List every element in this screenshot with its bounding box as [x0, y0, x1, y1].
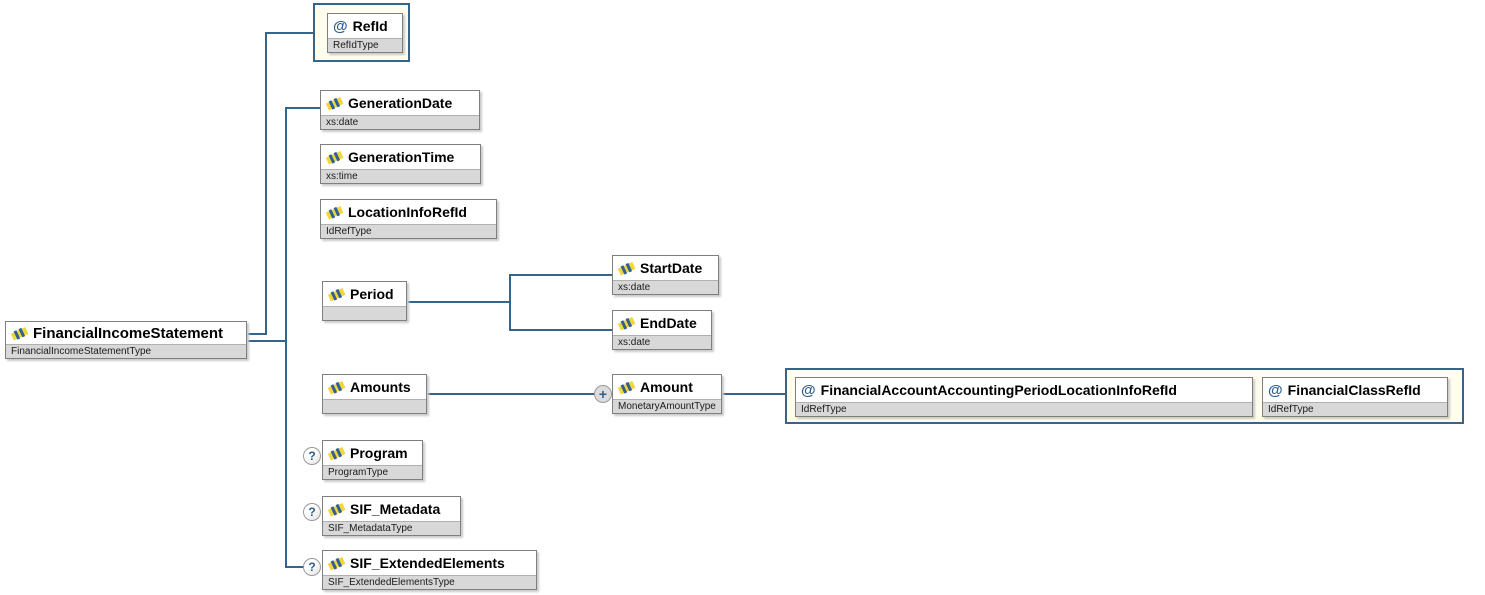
repeat-indicator[interactable]: +	[594, 385, 612, 403]
element-type	[323, 399, 426, 413]
element-icon	[327, 446, 346, 461]
element-name: Period	[350, 286, 394, 302]
node-generationtime[interactable]: GenerationTime xs:time	[320, 144, 481, 184]
node-amounts[interactable]: Amounts	[322, 374, 427, 414]
question-icon: ?	[308, 449, 316, 463]
question-icon: ?	[308, 560, 316, 574]
connector-to-sif-extendedelements	[285, 566, 305, 568]
connector-attr-trunk	[265, 32, 267, 335]
node-enddate[interactable]: EndDate xs:date	[612, 310, 712, 350]
element-type: IdRefType	[321, 224, 496, 238]
element-name: Program	[350, 445, 408, 461]
attribute-type: IdRefType	[1263, 402, 1447, 416]
element-icon	[327, 380, 346, 395]
element-name: GenerationDate	[348, 95, 453, 111]
element-icon	[617, 261, 636, 276]
node-title: GenerationTime	[321, 145, 480, 169]
connector-to-generationdate	[285, 107, 320, 109]
node-title: LocationInfoRefId	[321, 200, 496, 224]
element-name: SIF_ExtendedElements	[350, 555, 505, 571]
optional-indicator-program: ?	[303, 447, 321, 465]
connector-period-split	[509, 274, 511, 331]
node-title: Amount	[613, 375, 721, 399]
element-name: SIF_Metadata	[350, 501, 441, 517]
element-name: LocationInfoRefId	[348, 204, 467, 220]
node-title: Amounts	[323, 375, 426, 399]
node-financialincomestatement[interactable]: FinancialIncomeStatement FinancialIncome…	[5, 321, 247, 359]
element-icon	[617, 316, 636, 331]
attribute-name: RefId	[352, 18, 388, 34]
element-name: StartDate	[640, 260, 703, 276]
element-icon	[327, 556, 346, 571]
connector-amounts-out	[427, 393, 595, 395]
attribute-name: FinancialAccountAccountingPeriodLocation…	[820, 382, 1177, 398]
element-type: FinancialIncomeStatementType	[6, 344, 246, 358]
node-title: @ RefId	[328, 14, 402, 38]
connector-to-refid	[265, 32, 313, 34]
node-program[interactable]: Program ProgramType	[322, 440, 423, 480]
attribute-icon: @	[333, 17, 348, 35]
node-financialaccountaccountingperiodlocationinforefid[interactable]: @ FinancialAccountAccountingPeriodLocati…	[795, 377, 1253, 417]
node-title: FinancialIncomeStatement	[6, 322, 246, 344]
attribute-icon: @	[1268, 381, 1283, 399]
attribute-name: FinancialClassRefId	[1287, 382, 1421, 398]
node-refid[interactable]: @ RefId RefIdType	[327, 13, 403, 53]
attribute-icon: @	[801, 381, 816, 399]
element-type: ProgramType	[323, 465, 422, 479]
element-name: FinancialIncomeStatement	[33, 324, 224, 342]
node-sif-extendedelements[interactable]: SIF_ExtendedElements SIF_ExtendedElement…	[322, 550, 537, 590]
node-generationdate[interactable]: GenerationDate xs:date	[320, 90, 480, 130]
plus-icon: +	[598, 386, 608, 402]
element-icon	[325, 150, 344, 165]
node-period[interactable]: Period	[322, 281, 407, 321]
node-title: Program	[323, 441, 422, 465]
node-sif-metadata[interactable]: SIF_Metadata SIF_MetadataType	[322, 496, 461, 536]
element-type: xs:date	[321, 115, 479, 129]
node-title: @ FinancialAccountAccountingPeriodLocati…	[796, 378, 1252, 402]
element-type: xs:date	[613, 280, 718, 294]
optional-indicator-sif-metadata: ?	[303, 503, 321, 521]
element-type: SIF_MetadataType	[323, 521, 460, 535]
element-name: Amount	[640, 379, 693, 395]
node-title: StartDate	[613, 256, 718, 280]
element-name: Amounts	[350, 379, 411, 395]
element-icon	[325, 96, 344, 111]
connector-root-attr-branch	[247, 333, 266, 335]
node-financialclassrefid[interactable]: @ FinancialClassRefId IdRefType	[1262, 377, 1448, 417]
node-title: SIF_ExtendedElements	[323, 551, 536, 575]
attribute-type: IdRefType	[796, 402, 1252, 416]
connector-to-enddate	[509, 329, 612, 331]
element-icon	[617, 380, 636, 395]
element-type: xs:date	[613, 335, 711, 349]
element-type: xs:time	[321, 169, 480, 183]
node-title: Period	[323, 282, 406, 306]
question-icon: ?	[308, 505, 316, 519]
node-amount[interactable]: Amount MonetaryAmountType	[612, 374, 722, 414]
element-icon	[327, 287, 346, 302]
node-locationinforefid[interactable]: LocationInfoRefId IdRefType	[320, 199, 497, 239]
element-icon	[325, 205, 344, 220]
node-startdate[interactable]: StartDate xs:date	[612, 255, 719, 295]
connector-root-child-branch	[247, 340, 287, 342]
connector-to-startdate	[509, 274, 612, 276]
element-name: EndDate	[640, 315, 697, 331]
element-icon	[10, 326, 29, 341]
element-type: MonetaryAmountType	[613, 399, 721, 413]
node-title: EndDate	[613, 311, 711, 335]
attribute-type: RefIdType	[328, 38, 402, 52]
element-name: GenerationTime	[348, 149, 455, 165]
connector-child-trunk	[285, 107, 287, 568]
connector-amount-attrs	[722, 393, 785, 395]
element-icon	[327, 502, 346, 517]
element-type	[323, 306, 406, 320]
optional-indicator-sif-extendedelements: ?	[303, 558, 321, 576]
element-type: SIF_ExtendedElementsType	[323, 575, 536, 589]
node-title: @ FinancialClassRefId	[1263, 378, 1447, 402]
connector-period-out	[407, 301, 510, 303]
node-title: GenerationDate	[321, 91, 479, 115]
node-title: SIF_Metadata	[323, 497, 460, 521]
